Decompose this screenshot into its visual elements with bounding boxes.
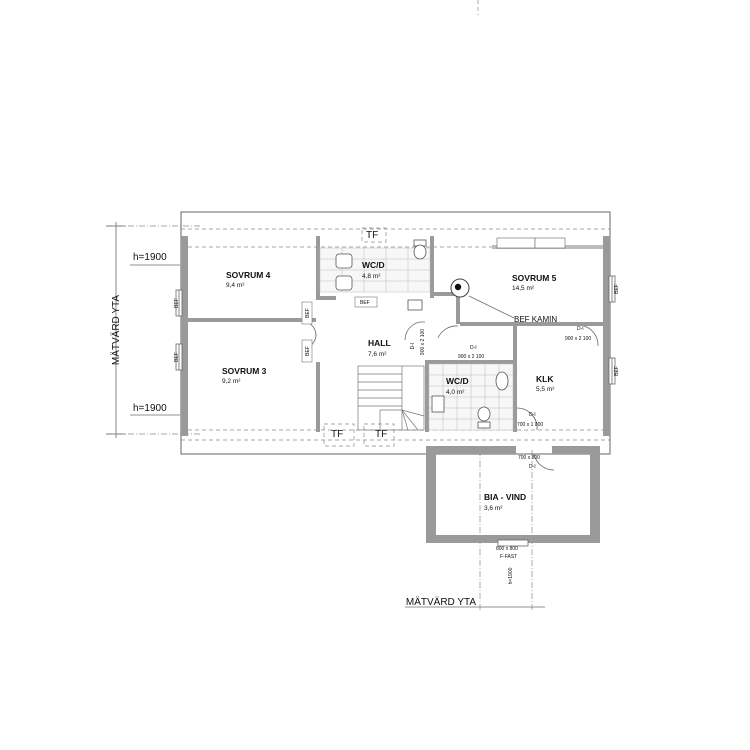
bef-label: BEF — [174, 352, 180, 362]
door-type-label: D-I — [410, 343, 416, 350]
roof-window — [361, 227, 387, 243]
room-name-klk: KLK — [536, 374, 554, 384]
height-label-small: h=1900 — [508, 567, 514, 584]
door-type-label: D-I — [470, 345, 477, 351]
window — [497, 539, 529, 547]
room-area-hall: 7,6 m² — [368, 351, 387, 358]
sink — [335, 253, 353, 269]
room-area-sovrum5: 14,5 m² — [512, 285, 535, 292]
roof-window — [363, 423, 395, 447]
fireplace-flue — [454, 283, 462, 291]
wall — [188, 318, 316, 322]
wall — [181, 236, 188, 436]
window-size-label: 800 x 800 — [496, 546, 518, 552]
door-swing — [583, 325, 599, 347]
door-size-label: 900 x 2 100 — [458, 354, 484, 360]
bef-label: BEF — [174, 298, 180, 308]
room-area-wc-mid: 4,0 m² — [446, 389, 465, 396]
wall — [426, 446, 436, 542]
door-size-label: 900 x 2 100 — [420, 329, 426, 355]
wall — [316, 236, 320, 296]
door-type-label: D-I — [529, 412, 536, 418]
room-area-sovrum3: 9,2 m² — [222, 378, 241, 385]
room-area-wc-top: 4,8 m² — [362, 273, 381, 280]
door-swing — [437, 325, 459, 339]
room-name-wc-top: WC/D — [362, 260, 385, 270]
wall — [425, 364, 429, 432]
roof-window-label: TF — [375, 429, 387, 440]
roof-window — [323, 423, 355, 447]
door-size-label: 900 x 2 100 — [565, 336, 591, 342]
wall — [430, 236, 434, 298]
bef-label: BEF — [360, 300, 370, 306]
wall — [426, 446, 516, 454]
room-name-sovrum4: SOVRUM 4 — [226, 270, 271, 280]
wall — [603, 236, 610, 436]
height-label: h=1900 — [133, 403, 167, 414]
sink — [495, 371, 509, 391]
door-type-label: D-I — [529, 464, 536, 470]
wall — [425, 360, 515, 364]
door-size-label: 700 x 1 000 — [517, 422, 543, 428]
wall — [426, 535, 600, 543]
wall — [316, 362, 320, 432]
bef-box — [301, 301, 313, 325]
room-name-sovrum3: SOVRUM 3 — [222, 366, 267, 376]
room-area-bia: 3,6 m² — [484, 505, 503, 512]
wall — [316, 296, 336, 300]
wall — [460, 322, 603, 326]
toilet-bowl — [413, 244, 427, 260]
staircase — [357, 365, 425, 431]
wall — [456, 296, 460, 324]
window-type-label: F-FAST — [500, 554, 517, 560]
wall — [434, 292, 460, 296]
bef-label: BEF — [305, 308, 311, 318]
measured-area-label: MÄTVÄRD YTA — [110, 295, 122, 366]
wall — [590, 446, 600, 542]
door-swing — [533, 453, 555, 471]
toilet — [477, 421, 491, 429]
room-area-klk: 5,5 m² — [536, 386, 555, 393]
room-area-sovrum4: 9,4 m² — [226, 282, 245, 289]
shower-tray — [407, 299, 423, 311]
height-label: h=1900 — [133, 252, 167, 263]
toilet-bowl — [477, 406, 491, 422]
door-swing — [404, 321, 426, 341]
bef-label: BEF — [614, 366, 620, 376]
bef-box — [354, 296, 378, 308]
wall — [552, 446, 600, 454]
bef-label: BEF — [614, 284, 620, 294]
room-name-sovrum5: SOVRUM 5 — [512, 273, 557, 283]
sink — [335, 275, 353, 291]
bed — [496, 237, 536, 249]
room-name-wc-mid: WC/D — [446, 376, 469, 386]
room-name-hall: HALL — [368, 338, 391, 348]
leader-line — [468, 295, 515, 319]
roof-window-label: TF — [366, 230, 378, 241]
measured-area-label: MÄTVÄRD YTA — [406, 596, 477, 608]
bef-label: BEF — [305, 346, 311, 356]
bed — [534, 237, 566, 249]
room-name-bia: BIA - VIND — [484, 492, 526, 502]
fireplace-label: BEF KAMIN — [514, 315, 557, 324]
door-size-label: 700 x 800 — [518, 455, 540, 461]
door-swing — [516, 407, 538, 431]
roof-window-label: TF — [331, 429, 343, 440]
shower-tray — [431, 395, 445, 413]
door-type-label: D-I — [577, 326, 584, 332]
wall — [513, 326, 517, 432]
bef-box — [301, 339, 313, 363]
